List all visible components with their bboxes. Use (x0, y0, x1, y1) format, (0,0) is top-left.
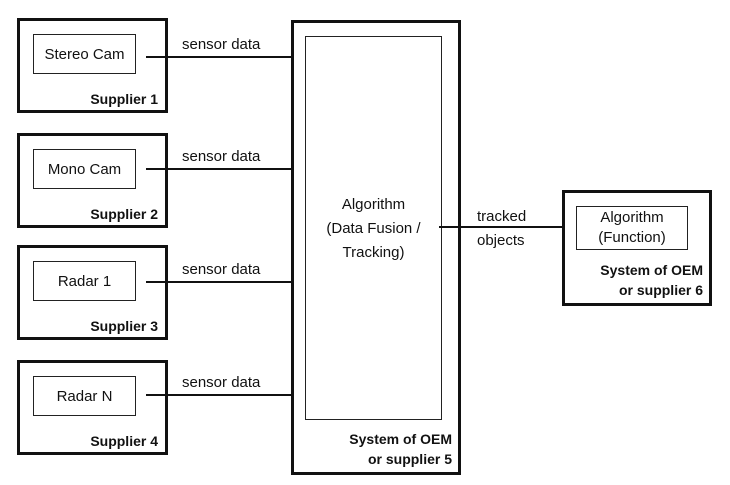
fusion-line-1: Algorithm (341, 196, 406, 213)
system-oem-5-box: Algorithm (Data Fusion / Tracking) Syste… (291, 20, 461, 475)
system-oem-5-line-1: System of OEM (349, 431, 452, 447)
fusion-algorithm-box (305, 36, 442, 420)
function-line-2: (Function) (598, 229, 666, 246)
supplier-4-box: Radar N Supplier 4 (17, 360, 168, 455)
radar-n-box: Radar N (33, 376, 136, 416)
supplier-3-box: Radar 1 Supplier 3 (17, 245, 168, 340)
supplier-1-label: Supplier 1 (90, 91, 158, 107)
fusion-line-2: (Data Fusion / (326, 220, 421, 237)
function-line-1: Algorithm (600, 209, 664, 226)
mono-cam-label: Mono Cam (47, 160, 122, 178)
fusion-algorithm-label: Algorithm (Data Fusion / Tracking) (305, 193, 442, 265)
connector-4 (146, 394, 304, 396)
radar-1-box: Radar 1 (33, 261, 136, 301)
supplier-4-label: Supplier 4 (90, 433, 158, 449)
supplier-3-label: Supplier 3 (90, 318, 158, 334)
system-oem-6-label: System of OEM or supplier 6 (600, 260, 703, 300)
output-connector (439, 226, 577, 228)
mono-cam-box: Mono Cam (33, 149, 136, 189)
connector-2 (146, 168, 304, 170)
edge-label-2: sensor data (182, 148, 261, 165)
supplier-2-label: Supplier 2 (90, 206, 158, 222)
system-oem-5-label: System of OEM or supplier 5 (349, 429, 452, 469)
connector-3 (146, 281, 304, 283)
edge-label-3: sensor data (182, 261, 261, 278)
system-oem-6-line-2: or supplier 6 (618, 282, 703, 298)
system-oem-5-line-2: or supplier 5 (367, 451, 452, 467)
edge-label-4: sensor data (182, 374, 261, 391)
system-oem-6-box: Algorithm (Function) System of OEM or su… (562, 190, 712, 306)
radar-1-label: Radar 1 (57, 272, 112, 290)
output-edge-line-2: objects (477, 232, 525, 249)
output-edge-label: tracked objects (477, 205, 526, 253)
system-oem-6-line-1: System of OEM (600, 262, 703, 278)
stereo-cam-label: Stereo Cam (44, 45, 125, 63)
output-edge-line-1: tracked (477, 208, 527, 225)
supplier-1-box: Stereo Cam Supplier 1 (17, 18, 168, 113)
supplier-2-box: Mono Cam Supplier 2 (17, 133, 168, 228)
edge-label-1: sensor data (182, 36, 261, 53)
connector-1 (146, 56, 304, 58)
radar-n-label: Radar N (56, 387, 113, 405)
function-algorithm-box: Algorithm (Function) (576, 206, 688, 250)
stereo-cam-box: Stereo Cam (33, 34, 136, 74)
fusion-line-3: Tracking) (342, 244, 405, 261)
